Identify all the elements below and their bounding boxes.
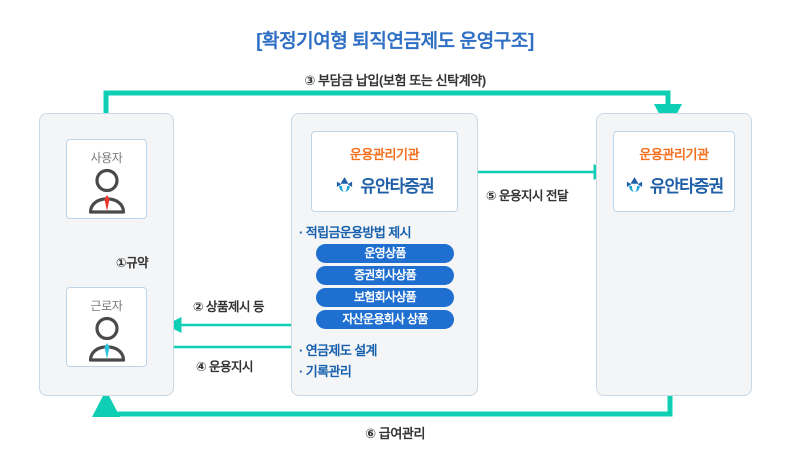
yuanta-logo-icon: [337, 177, 353, 192]
worker-caption: 근로자: [90, 299, 123, 313]
connector-label-step3: ③ 부담금 납입(보험 또는 신탁계약): [304, 73, 486, 88]
connector-label-step5: ⑤ 운용지시 전달: [486, 189, 569, 203]
person-icon: [88, 168, 125, 214]
employer-caption: 사용자: [90, 151, 123, 165]
page-title: [확정기여형 퇴직연금제도 운영구조]: [256, 31, 534, 52]
center-bullet-1: · 연금제도 설계: [299, 343, 378, 358]
person-icon: [88, 316, 125, 362]
right-institution-card: 운용관리기관 유안타증권: [613, 131, 735, 212]
center-bullet-2: · 기록관리: [299, 364, 352, 379]
worker-card: 근로자: [66, 287, 147, 367]
right-institution-title: 운용관리기관: [639, 147, 709, 162]
connector-label-step2: ② 상품제시 등: [193, 300, 265, 314]
connector-label-step6: ⑥ 급여관리: [364, 426, 426, 441]
product-pill-3[interactable]: 자산운용회사 상품: [316, 310, 454, 329]
right-brand-name: 유안타증권: [649, 177, 724, 196]
product-pill-0[interactable]: 운영상품: [316, 244, 454, 263]
center-bullet-0: · 적립금운용방법 제시: [299, 225, 412, 240]
connector-label-step1: ①규약: [116, 256, 149, 270]
center-brand: 유안타증권: [312, 172, 457, 197]
center-institution-title: 운용관리기관: [349, 147, 420, 162]
center-brand-name: 유안타증권: [360, 177, 434, 196]
right-brand: 유안타증권: [614, 172, 734, 197]
yuanta-logo-icon: [626, 177, 642, 192]
center-institution-card: 운용관리기관 유안타증권: [311, 131, 458, 212]
product-pill-2[interactable]: 보험회사상품: [316, 288, 454, 307]
employer-card: 사용자: [66, 139, 147, 219]
product-pill-1[interactable]: 증권회사상품: [316, 266, 454, 285]
connector-label-step4: ④ 운용지시: [196, 360, 254, 374]
